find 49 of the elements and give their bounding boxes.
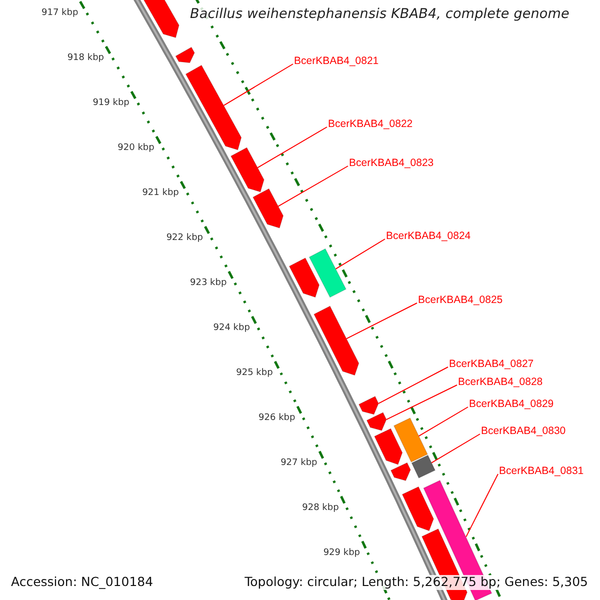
tick-label: 929 kbp: [323, 548, 360, 558]
leader-line: [257, 126, 328, 168]
gene-block-pointed: [313, 306, 360, 376]
gene-block-pointed: [366, 412, 387, 431]
gene-label: BcerKBAB4_0822: [328, 119, 413, 130]
gene-label: BcerKBAB4_0825: [418, 295, 503, 306]
gene-block: [308, 248, 347, 298]
leader-line: [431, 434, 480, 464]
gene-label: BcerKBAB4_0823: [349, 158, 434, 168]
tick-label: 927 kbp: [280, 458, 318, 468]
tick-label: 928 kbp: [302, 504, 339, 513]
tick-label: 917 kbp: [42, 9, 78, 18]
gene-label: BcerKBAB4_0821: [294, 56, 379, 66]
leader-line: [335, 238, 386, 270]
tick-label: 926 kbp: [258, 414, 296, 423]
gene-label: BcerKBAB4_0824: [386, 231, 471, 242]
accession-text: Accession: NC_010184: [9, 575, 156, 590]
leader-line: [278, 166, 348, 207]
map-title: Bacillus weihenstephanensis KBAB4, complete genome: [188, 7, 572, 22]
gene-label: BcerKBAB4_0829: [469, 399, 554, 410]
gene-block-pointed: [252, 188, 284, 228]
gene-block: [393, 417, 428, 463]
genome-stats-text: Topology: circular; Length: 5,262,775 bp; Genes: 5,305: [242, 575, 590, 590]
gene-block-pointed: [175, 46, 195, 64]
gene-block-pointed: [288, 257, 320, 298]
gene-label: BcerKBAB4_0831: [499, 466, 584, 476]
tick-label: 918 kbp: [67, 54, 104, 64]
leader-line: [346, 302, 418, 340]
tick-label: 920 kbp: [118, 144, 154, 153]
leader-line: [223, 64, 294, 106]
tick-label: 921 kbp: [142, 188, 179, 198]
leader-line: [386, 384, 458, 420]
gene-block: [411, 454, 436, 479]
tick-label: 923 kbp: [190, 278, 227, 288]
leader-line: [466, 474, 498, 538]
tick-label: 924 kbp: [213, 324, 250, 333]
tick-label: 919 kbp: [92, 99, 130, 108]
leader-line: [378, 366, 448, 404]
gene-label: BcerKBAB4_0827: [449, 359, 534, 370]
gene-block-pointed: [185, 64, 242, 150]
gene-block-pointed: [230, 147, 264, 192]
gene-label: BcerKBAB4_0830: [481, 426, 566, 436]
leader-line: [418, 406, 468, 437]
gene-block-pointed: [374, 428, 403, 465]
gene-label: BcerKBAB4_0828: [458, 377, 543, 388]
gene-block-pointed: [402, 486, 434, 532]
gene-block-pointed: [358, 396, 379, 415]
tick-label: 922 kbp: [166, 234, 203, 243]
tick-label: 925 kbp: [236, 368, 273, 378]
